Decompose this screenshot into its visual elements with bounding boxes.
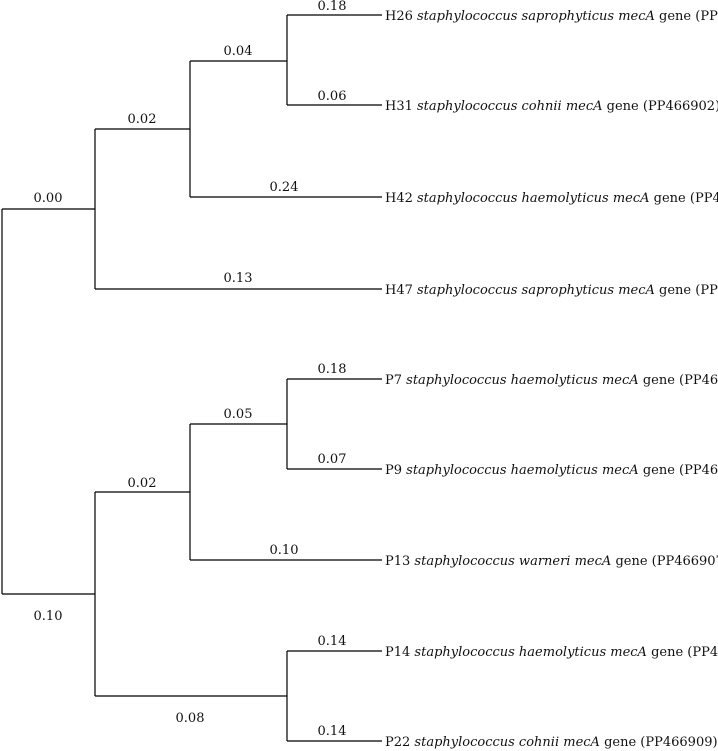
leaf-suffix: gene (643, 463, 679, 478)
leaf-label: H47 staphylococcus saprophyticus mecA ge… (385, 283, 718, 298)
leaf-id: P22 (385, 735, 414, 750)
leaf-suffix: gene (654, 191, 690, 206)
leaf-gene: mecA (602, 463, 643, 478)
leaf-accession: (PP466906) (679, 463, 718, 478)
branch-length-p22: 0.14 (318, 724, 347, 739)
leaf-suffix: gene (659, 9, 695, 24)
branch-length-h26h31-clade: 0.04 (224, 44, 253, 59)
leaf-id: P13 (385, 554, 414, 569)
branch-length-lower-clade: 0.02 (128, 476, 157, 491)
leaf-accession: (PP466907) (652, 554, 718, 569)
leaf-gene: mecA (602, 373, 643, 388)
branch-length-labels: 0.00 0.10 0.02 0.04 0.18 0.06 0.24 0.13 … (34, 0, 347, 739)
branch-length-p7p9-clade: 0.05 (224, 407, 253, 422)
leaf-species: staphylococcus cohnii (417, 99, 566, 114)
leaf-id: P14 (385, 645, 414, 660)
branch-length-h31: 0.06 (318, 89, 347, 104)
leaf-suffix: gene (651, 645, 687, 660)
leaf-gene: mecA (566, 99, 607, 114)
leaf-label: P13 staphylococcus warneri mecA gene (PP… (385, 554, 718, 569)
leaf-id: H31 (385, 99, 417, 114)
leaf-gene: mecA (610, 645, 651, 660)
leaf-accession: (PP466905) (679, 373, 718, 388)
branch-length-upper-clade: 0.02 (128, 112, 157, 127)
branch-length-root-upper: 0.00 (34, 191, 63, 206)
leaf-label: H31 staphylococcus cohnii mecA gene (PP4… (385, 99, 718, 114)
leaf-gene: mecA (613, 191, 654, 206)
leaf-accession: (PP466903) (690, 191, 718, 206)
leaf-species: staphylococcus saprophyticus (417, 283, 618, 298)
branch-length-p9: 0.07 (318, 452, 347, 467)
leaf-gene: mecA (563, 735, 604, 750)
leaf-label: P14 staphylococcus haemolyticus mecA gen… (385, 645, 718, 660)
leaf-id: P7 (385, 373, 406, 388)
branch-length-h42: 0.24 (270, 180, 299, 195)
leaf-suffix: gene (607, 99, 643, 114)
leaf-accession: (PP466909) (640, 735, 717, 750)
leaf-gene: mecA (618, 283, 659, 298)
branch-length-h26: 0.18 (318, 0, 347, 14)
branch-length-p7: 0.18 (318, 362, 347, 377)
leaf-accession: (PP466904) (695, 283, 718, 298)
leaf-suffix: gene (604, 735, 640, 750)
leaf-label: P7 staphylococcus haemolyticus mecA gene… (385, 373, 718, 388)
leaf-accession: (PP466908) (687, 645, 718, 660)
leaf-species: staphylococcus haemolyticus (406, 373, 602, 388)
leaf-species: staphylococcus saprophyticus (417, 9, 618, 24)
leaf-label: P22 staphylococcus cohnii mecA gene (PP4… (385, 735, 718, 750)
leaf-suffix: gene (615, 554, 651, 569)
branch-length-p14p22-clade: 0.08 (176, 711, 205, 726)
leaf-species: staphylococcus haemolyticus (414, 645, 610, 660)
leaf-gene: mecA (575, 554, 616, 569)
leaf-label: P9 staphylococcus haemolyticus mecA gene… (385, 463, 718, 478)
branch-length-h47: 0.13 (224, 271, 253, 286)
leaf-suffix: gene (659, 283, 695, 298)
leaf-id: P9 (385, 463, 406, 478)
leaf-accession: (PP466901) (695, 9, 718, 24)
leaf-species: staphylococcus haemolyticus (406, 463, 602, 478)
leaf-label: H26 staphylococcus saprophyticus mecA ge… (385, 9, 718, 24)
leaf-id: H26 (385, 9, 417, 24)
leaf-id: H42 (385, 191, 417, 206)
leaf-labels: H26 staphylococcus saprophyticus mecA ge… (385, 9, 718, 750)
leaf-id: H47 (385, 283, 417, 298)
leaf-species: staphylococcus warneri (414, 554, 574, 569)
leaf-gene: mecA (618, 9, 659, 24)
leaf-species: staphylococcus cohnii (414, 735, 563, 750)
leaf-label: H42 staphylococcus haemolyticus mecA gen… (385, 191, 718, 206)
leaf-accession: (PP466902) (643, 99, 718, 114)
leaf-suffix: gene (643, 373, 679, 388)
leaf-species: staphylococcus haemolyticus (417, 191, 613, 206)
tree-branches (1, 14, 382, 742)
branch-length-p13: 0.10 (270, 543, 299, 558)
branch-length-p14: 0.14 (318, 634, 347, 649)
branch-length-root-lower: 0.10 (34, 609, 63, 624)
